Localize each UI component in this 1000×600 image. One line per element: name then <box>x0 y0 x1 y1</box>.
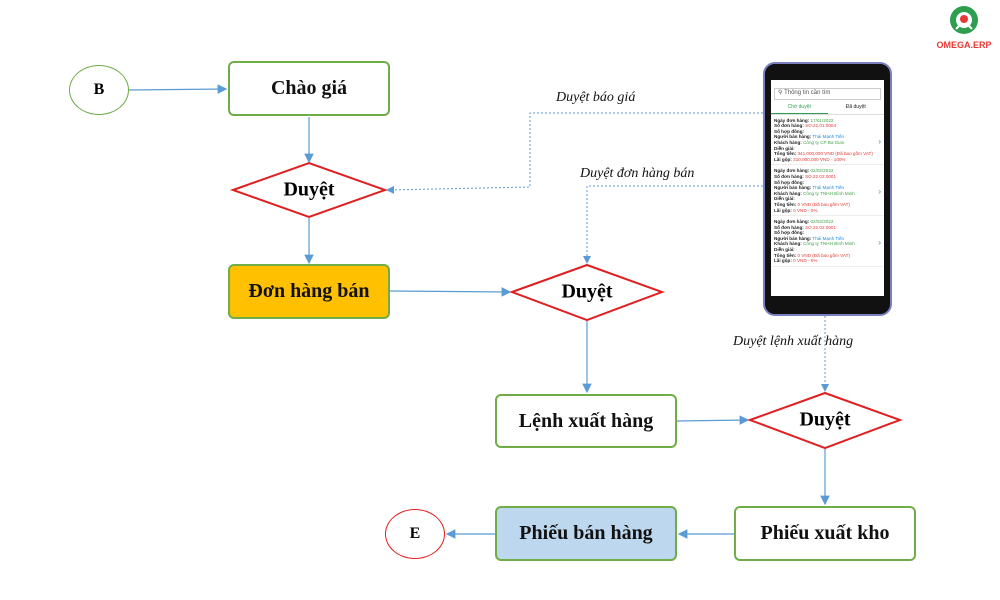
value-date: 17/01/2022 <box>810 117 834 123</box>
label-date: Ngày đơn hàng: <box>774 168 810 174</box>
label-contract: Số hợp đồng: <box>774 128 805 134</box>
label-number: Số đơn hàng: <box>774 123 804 129</box>
label-total: Tổng tiền: <box>774 252 797 258</box>
diamond-approve3 <box>747 391 903 450</box>
sales-order-box: Đơn hàng bán <box>228 264 390 319</box>
label-desc: Diễn giải: <box>774 196 795 202</box>
logo-text: OMEGA.ERP <box>936 40 992 50</box>
warehouse-slip-box: Phiếu xuất kho <box>734 506 916 561</box>
order-card[interactable]: Ngày đơn hàng: 02/02/2022 Số đơn hàng: SO… <box>771 216 884 267</box>
diamond-approve2 <box>509 263 665 322</box>
end-node: E <box>385 509 445 559</box>
label-number: Số đơn hàng: <box>774 173 804 179</box>
value-profit: 0 VND - 0% <box>793 258 818 264</box>
chevron-right-icon: › <box>878 238 881 248</box>
label-total: Tổng tiền: <box>774 201 797 207</box>
label-date: Ngày đơn hàng: <box>774 117 810 123</box>
chevron-right-icon: › <box>878 136 881 146</box>
arrow-order-approve2 <box>389 287 512 297</box>
value-number: SO.22.01.0004 <box>805 123 836 129</box>
label-profit: Lãi gộp: <box>774 156 792 162</box>
label-customer: Khách hàng: <box>774 241 802 247</box>
order-card[interactable]: Ngày đơn hàng: 17/01/2022 Số đơn hàng: SO… <box>771 115 884 166</box>
label-date: Ngày đơn hàng: <box>774 219 810 225</box>
label-profit: Lãi gộp: <box>774 258 792 264</box>
tab-approved: Đã duyệt <box>845 104 866 110</box>
phone-mockup: ⚲ Thông tin cần tìm Chờ duyệt Đã duyệt N… <box>763 62 892 316</box>
approve3-label: Duyệt <box>799 408 851 431</box>
label-customer: Khách hàng: <box>774 190 802 196</box>
label-contract: Số hợp đồng: <box>774 230 805 236</box>
chevron-right-icon: › <box>878 187 881 197</box>
arrow-export-approve3 <box>676 415 750 425</box>
omega-logo: OMEGA.ERP <box>930 5 998 50</box>
value-total: 0 VND (Đã bao gồm VAT) <box>797 252 850 258</box>
value-number: SO.22.02.0001 <box>805 224 836 230</box>
note-quote-approval: Duyệt báo giá <box>556 90 636 105</box>
sales-slip-box: Phiếu bán hàng <box>495 506 677 561</box>
approve1-label: Duyệt <box>283 178 335 201</box>
label-seller: Người bán hàng: <box>774 185 812 191</box>
value-total: 0 VND (Đã bao gồm VAT) <box>797 201 850 207</box>
value-seller: Thái Mạnh Tiến <box>812 235 845 241</box>
phone-search: ⚲ Thông tin cần tìm <box>774 88 881 100</box>
label-number: Số đơn hàng: <box>774 224 804 230</box>
label-customer: Khách hàng: <box>774 139 802 145</box>
value-customer: Công ty CP Ba Gian <box>803 139 845 145</box>
dotted-order-approval <box>583 185 763 264</box>
value-customer: Công ty TNHH Bình Minh <box>803 241 855 247</box>
label-desc: Diễn giải: <box>774 247 795 253</box>
quote-box: Chào giá <box>228 61 390 116</box>
value-profit: 310,000,000 VND - 100% <box>793 156 846 162</box>
search-icon: ⚲ <box>778 90 785 97</box>
value-date: 02/02/2022 <box>810 219 834 225</box>
value-total: 341,000,000 VND (Đã bao gồm VAT) <box>797 151 873 157</box>
label-contract: Số hợp đồng: <box>774 179 805 185</box>
export-order-box: Lệnh xuất hàng <box>495 394 677 448</box>
tab-pending: Chờ duyệt <box>771 103 828 114</box>
value-seller: Thái Mạnh Tiến <box>812 134 845 140</box>
approve2-label: Duyệt <box>561 280 613 303</box>
value-seller: Thái Mạnh Tiến <box>812 185 845 191</box>
order-card[interactable]: Ngày đơn hàng: 02/02/2022 Số đơn hàng: SO… <box>771 165 884 217</box>
label-total: Tổng tiền: <box>774 151 797 157</box>
note-export-approval: Duyệt lệnh xuất hàng <box>733 334 854 349</box>
logo-icon <box>950 6 978 34</box>
dotted-quote-approval <box>386 112 763 194</box>
value-customer: Công ty TNHH Bình Minh <box>803 190 855 196</box>
label-profit: Lãi gộp: <box>774 207 792 213</box>
label-seller: Người bán hàng: <box>774 134 812 140</box>
search-placeholder: Thông tin cần tìm <box>784 90 831 97</box>
label-desc: Diễn giải: <box>774 145 795 151</box>
value-number: SO.22.02.0001 <box>805 173 836 179</box>
phone-screen: ⚲ Thông tin cần tìm Chờ duyệt Đã duyệt N… <box>771 80 884 296</box>
note-order-approval: Duyệt đơn hàng bán <box>580 166 695 181</box>
label-seller: Người bán hàng: <box>774 235 812 241</box>
diamond-approve1 <box>230 161 388 219</box>
value-profit: 0 VND - 0% <box>793 207 818 213</box>
arrow-b-quote <box>127 84 228 94</box>
value-date: 02/02/2022 <box>810 168 834 174</box>
start-node: B <box>69 65 129 115</box>
